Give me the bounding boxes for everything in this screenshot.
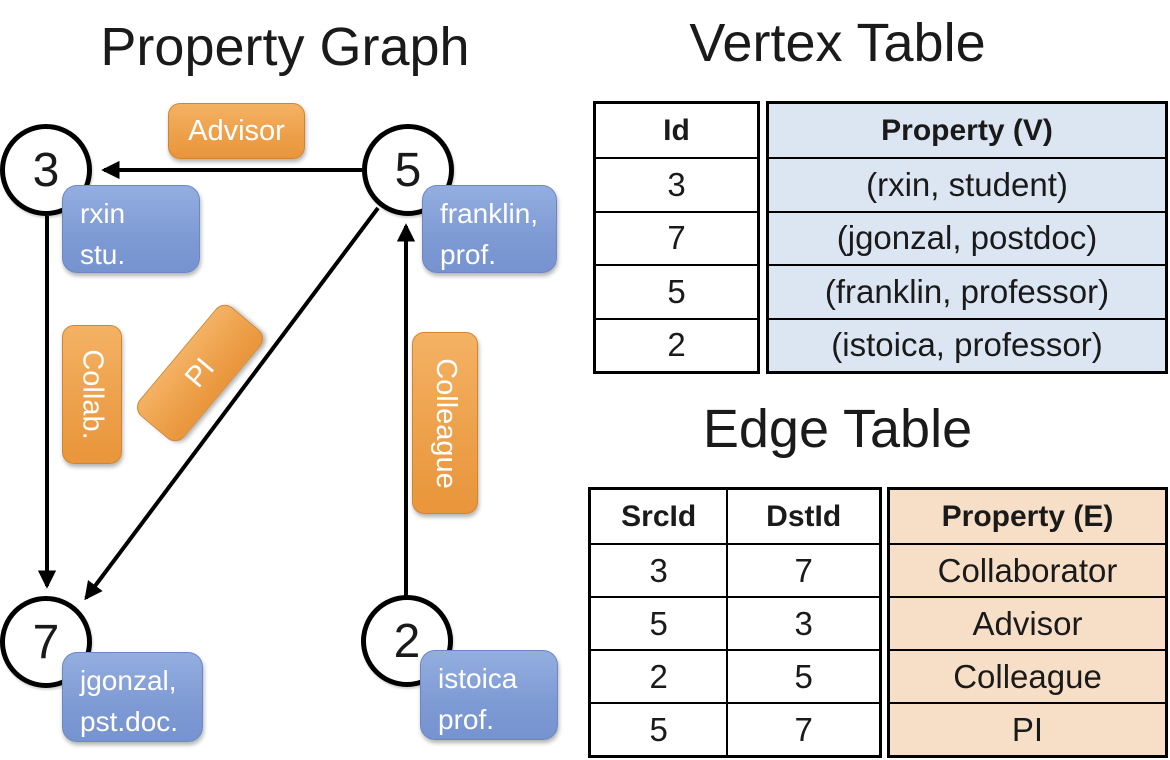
edge-table-src-cell: 5 xyxy=(591,596,727,649)
edge-table-src-cell: 3 xyxy=(591,543,727,596)
edge-table-property-cell: Colleague xyxy=(890,649,1165,702)
node-2-id: 2 xyxy=(393,614,421,668)
vertex-table-property-cell: (franklin, professor) xyxy=(769,264,1165,317)
vertex-table-property-column: Property (V) (rxin, student) (jgonzal, p… xyxy=(766,101,1168,374)
vertex-table-title: Vertex Table xyxy=(689,13,986,73)
edge-table-property-cell: Advisor xyxy=(890,596,1165,649)
edge-table-property-header: Property (E) xyxy=(941,499,1114,533)
edge-label-advisor-text: Advisor xyxy=(188,114,285,147)
edge-table-dst-cell: 3 xyxy=(726,596,879,649)
vertex-prop-7-line2: pst.doc. xyxy=(80,706,179,737)
vertex-table-id-column: Id 3 7 5 2 xyxy=(593,101,760,374)
vertex-prop-7-line1: jgonzal, xyxy=(80,665,177,696)
vertex-table-id-cell: 5 xyxy=(596,264,757,317)
edge-table-property-column: Property (E) Collaborator Advisor Collea… xyxy=(887,487,1168,758)
vertex-table-id-header: Id xyxy=(663,113,690,147)
edge-label-advisor: Advisor xyxy=(168,103,305,159)
vertex-prop-3-line1: rxin xyxy=(80,198,126,229)
vertex-prop-5: franklin, prof. xyxy=(422,185,557,273)
vertex-table-id-cell: 3 xyxy=(596,157,757,210)
vertex-prop-2-line1: istoica xyxy=(438,663,518,694)
edge-table-dst-header: DstId xyxy=(726,490,879,543)
vertex-table-id-cell: 2 xyxy=(596,317,757,371)
edge-table-dst-cell: 7 xyxy=(726,702,879,755)
vertex-table-property-header: Property (V) xyxy=(881,113,1053,147)
edge-label-collab-text: Collab. xyxy=(76,349,109,440)
edge-table-property-cell: Collaborator xyxy=(890,543,1165,596)
edge-table-id-columns: SrcId DstId 3 7 5 3 2 5 5 7 xyxy=(588,487,882,758)
edge-table-src-header: SrcId xyxy=(621,499,697,533)
edge-label-colleague: Colleague xyxy=(412,332,478,514)
vertex-prop-5-line2: prof. xyxy=(440,239,497,270)
vertex-prop-2: istoica prof. xyxy=(420,650,558,740)
edge-line-pi-5-7 xyxy=(84,206,380,601)
vertex-table-property-cell: (jgonzal, postdoc) xyxy=(769,210,1165,264)
edge-table-src-cell: 5 xyxy=(591,702,727,755)
vertex-table-property-cell: (rxin, student) xyxy=(769,157,1165,210)
edge-table-title: Edge Table xyxy=(702,399,973,459)
node-3-id: 3 xyxy=(32,143,60,197)
vertex-prop-7: jgonzal, pst.doc. xyxy=(62,652,203,742)
edge-table-src-cell: 2 xyxy=(591,649,727,702)
node-5: 5 xyxy=(362,124,454,216)
vertex-prop-2-line2: prof. xyxy=(438,704,495,735)
vertex-table-id-cell: 7 xyxy=(596,210,757,264)
edge-table-dst-cell: 7 xyxy=(726,543,879,596)
node-5-id: 5 xyxy=(394,143,422,197)
edge-label-colleague-text: Colleague xyxy=(429,357,462,489)
vertex-table-property-cell: (istoica, professor) xyxy=(769,317,1165,371)
node-7-id: 7 xyxy=(32,615,60,669)
edge-label-pi-text: PI xyxy=(178,351,221,394)
vertex-prop-3: rxin stu. xyxy=(62,185,200,273)
edge-table-property-cell: PI xyxy=(890,702,1165,755)
edge-label-collab: Collab. xyxy=(62,325,122,464)
edge-table-dst-cell: 5 xyxy=(726,649,879,702)
property-graph-title: Property Graph xyxy=(100,17,470,77)
vertex-prop-5-line1: franklin, xyxy=(440,198,539,229)
vertex-prop-3-line2: stu. xyxy=(80,239,126,270)
graph-edges xyxy=(37,160,416,601)
node-2: 2 xyxy=(361,595,453,687)
